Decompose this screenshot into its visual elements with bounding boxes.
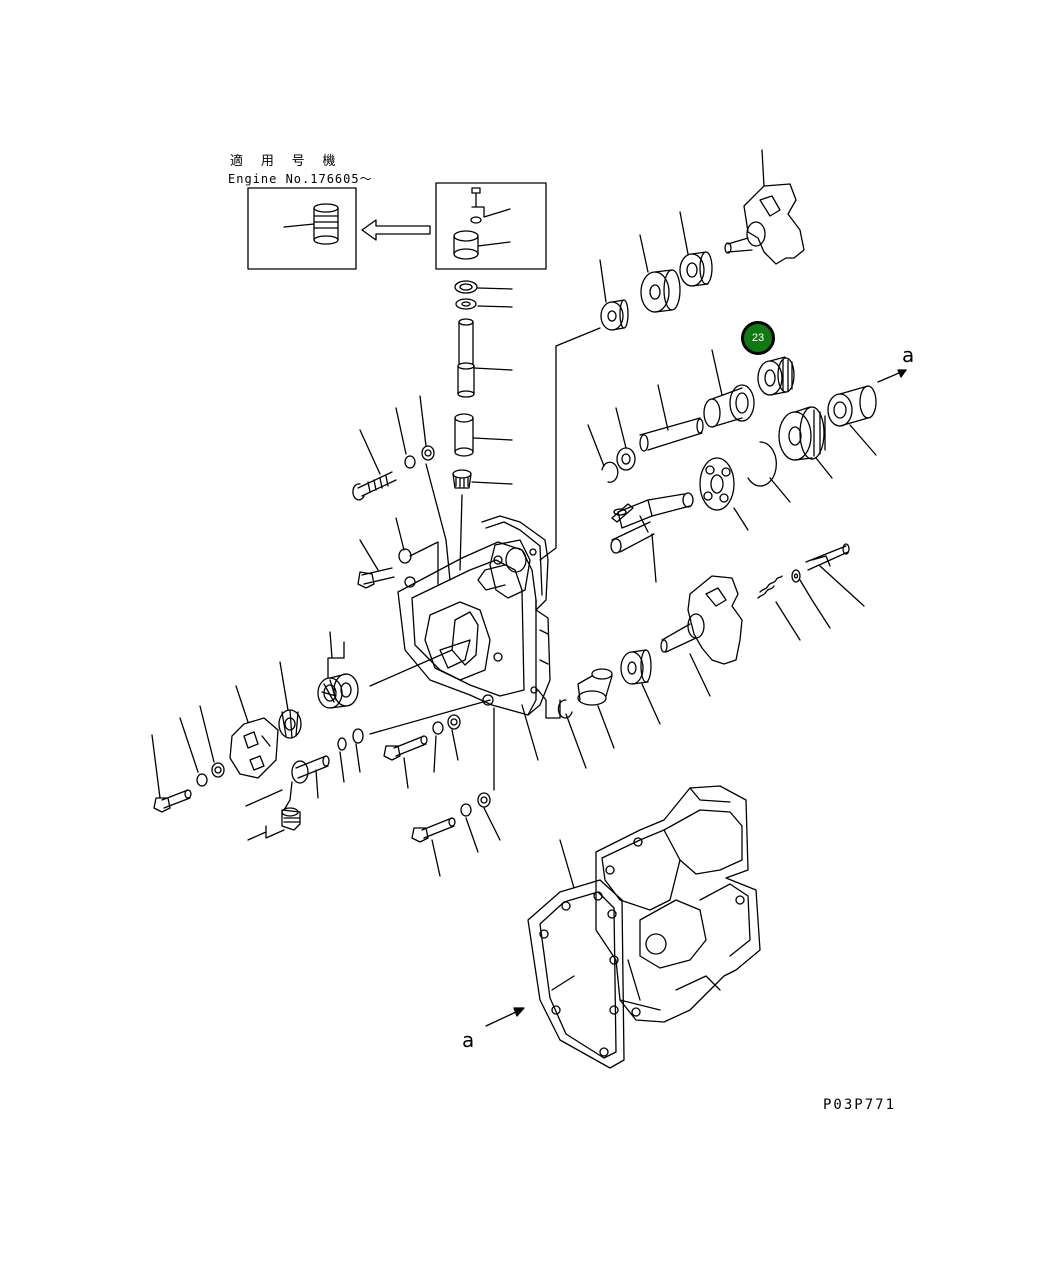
inset-box-old-part xyxy=(435,182,547,270)
applicable-serial-label: 適 用 号 機 xyxy=(230,154,341,169)
lower-left-parts xyxy=(151,631,491,841)
inset-boxes xyxy=(247,182,547,270)
reference-label-a-top: a xyxy=(902,343,915,367)
pump-housing xyxy=(397,515,551,716)
left-fasteners xyxy=(352,395,451,589)
part-callout-23[interactable]: 23 xyxy=(741,321,775,355)
governor-bracket-top xyxy=(539,149,805,561)
inset-plug-part xyxy=(283,203,339,245)
reference-label-a-bottom: a xyxy=(462,1028,475,1052)
part-callout-number: 23 xyxy=(751,332,765,344)
inset-old-parts xyxy=(453,187,511,260)
plunger-stack xyxy=(452,280,513,571)
inset-box-new-part xyxy=(247,187,357,270)
shaft-group xyxy=(587,349,907,583)
governor-bracket-bottom xyxy=(557,543,865,769)
gear-case-housing xyxy=(485,785,761,1069)
engine-number-label: Engine No.176605～ xyxy=(228,172,373,186)
lower-center-fasteners xyxy=(383,689,561,877)
drawing-code: P03P771 xyxy=(823,1097,897,1113)
transition-arrow-icon xyxy=(361,219,431,241)
